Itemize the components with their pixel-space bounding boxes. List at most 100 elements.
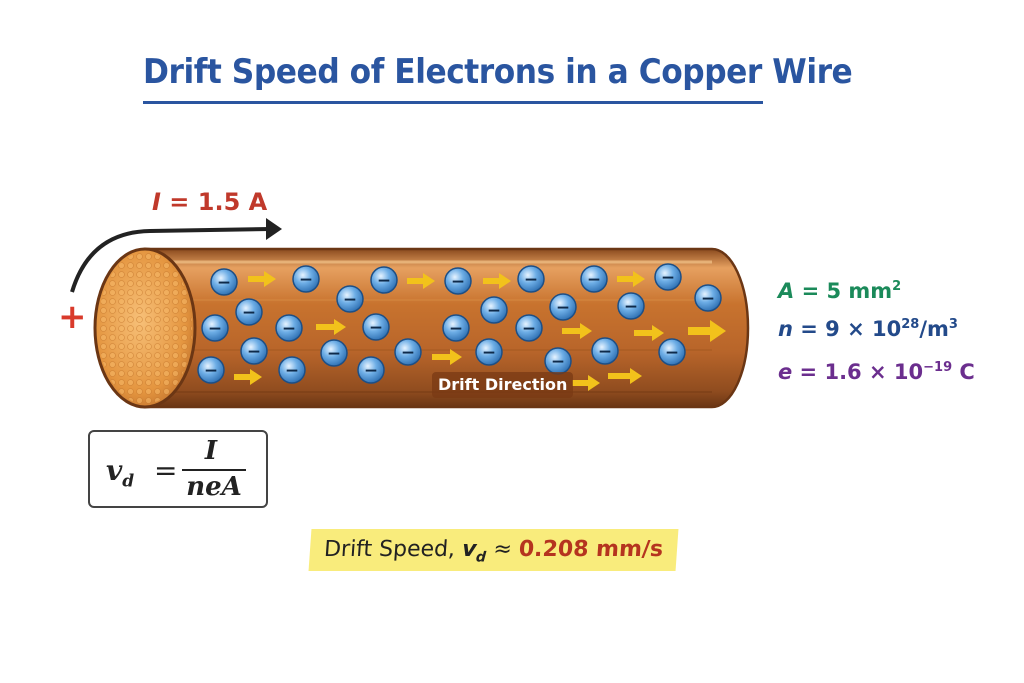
formula-numerator: I — [204, 436, 218, 466]
electron: − — [240, 337, 268, 365]
result-value: 0.208 mm/s — [517, 537, 664, 562]
electron-sign: − — [661, 268, 675, 288]
drift-arrow — [483, 273, 511, 289]
result-label: Drift Speed, — [323, 537, 463, 562]
electron: − — [549, 293, 577, 321]
drift-arrow — [634, 325, 664, 341]
drift-arrow — [234, 369, 262, 385]
drift-arrow — [248, 271, 276, 287]
electron-sign: − — [377, 271, 391, 291]
electron: − — [515, 314, 543, 342]
electron: − — [292, 265, 320, 293]
electron: − — [197, 356, 225, 384]
electron-sign: − — [242, 303, 256, 323]
electron: − — [201, 314, 229, 342]
current-arrowhead — [266, 218, 282, 240]
charge-value: = 1.6 × 10 — [792, 360, 924, 384]
electron: − — [475, 338, 503, 366]
current-direction-arrow — [70, 227, 271, 293]
electron-sign: − — [522, 319, 536, 339]
charge-exponent: −19 — [923, 360, 953, 375]
electron-density: n = 9 × 1028/m3 — [778, 317, 958, 341]
result-symbol: vd — [461, 537, 487, 565]
electron-sign: − — [247, 342, 261, 362]
drift-arrow — [572, 375, 600, 391]
electron: − — [394, 338, 422, 366]
drift-arrow — [432, 349, 462, 365]
electron: − — [442, 314, 470, 342]
electron: − — [591, 337, 619, 365]
electrons: −−−−−−−−−−−−−−−−−−−−−−−−−−−− — [197, 263, 722, 384]
electron: − — [210, 268, 238, 296]
diagram-title: Drift Speed of Electrons in a Copper Wir… — [143, 52, 853, 92]
electron: − — [357, 356, 385, 384]
area-value: = 5 mm — [794, 279, 893, 303]
electron: − — [278, 356, 306, 384]
electron: − — [544, 347, 572, 375]
electron: − — [654, 263, 682, 291]
cross-section-area: A = 5 mm2 — [778, 279, 901, 303]
density-value: = 9 × 10 — [792, 317, 902, 341]
drift-arrow — [316, 319, 346, 335]
electron-sign: − — [299, 270, 313, 290]
result-approx: ≈ — [485, 537, 520, 562]
formula-lhs-symbol: v — [106, 454, 123, 487]
fraction-bar — [182, 469, 246, 471]
density-symbol: n — [778, 317, 793, 341]
electron-sign: − — [524, 270, 538, 290]
electron-sign: − — [624, 297, 638, 317]
electron-sign: − — [701, 289, 715, 309]
electron-sign: − — [364, 361, 378, 381]
drift-arrows — [234, 271, 726, 391]
electron-sign: − — [285, 361, 299, 381]
electron-sign: − — [665, 343, 679, 363]
electron: − — [336, 285, 364, 313]
electron: − — [617, 292, 645, 320]
charge-unit: C — [952, 360, 975, 384]
density-unit: /m — [919, 317, 949, 341]
electron: − — [658, 338, 686, 366]
electron-sign: − — [451, 272, 465, 292]
formula-denominator: neA — [186, 472, 242, 502]
density-unit-exponent: 3 — [948, 317, 958, 332]
density-exponent: 28 — [901, 317, 920, 332]
electron-sign: − — [401, 343, 415, 363]
electron: − — [480, 296, 508, 324]
current-symbol: I — [152, 188, 161, 216]
electron: − — [370, 266, 398, 294]
drift-arrow — [407, 273, 435, 289]
drift-arrow — [608, 368, 642, 384]
current-label: I = 1.5 A — [152, 188, 267, 216]
formula-lhs-subscript: d — [122, 471, 135, 492]
electron-sign: − — [208, 319, 222, 339]
electron: − — [517, 265, 545, 293]
electron: − — [362, 313, 390, 341]
electron-sign: − — [449, 319, 463, 339]
formula-lhs: vd — [106, 454, 134, 492]
formula-equals: = — [154, 454, 178, 487]
electron-sign: − — [482, 343, 496, 363]
drift-arrow — [688, 320, 726, 342]
drift-speed-result: Drift Speed, vd ≈ 0.208 mm/s — [308, 529, 679, 571]
title-underline — [143, 101, 763, 104]
electron: − — [235, 298, 263, 326]
positive-terminal: + — [58, 297, 87, 337]
electron-sign: − — [598, 342, 612, 362]
charge-symbol: e — [778, 360, 793, 384]
electron: − — [694, 284, 722, 312]
electron: − — [275, 314, 303, 342]
area-symbol: A — [778, 279, 795, 303]
drift-direction-label: Drift Direction — [432, 372, 574, 398]
electron: − — [320, 339, 348, 367]
drift-speed-formula: vd = I neA — [88, 430, 268, 508]
electron-sign: − — [327, 344, 341, 364]
electron-sign: − — [217, 273, 231, 293]
electron-sign: − — [369, 318, 383, 338]
area-exponent: 2 — [892, 279, 902, 294]
electron-charge: e = 1.6 × 10−19 C — [778, 360, 975, 384]
electron-sign: − — [587, 270, 601, 290]
electron-sign: − — [551, 352, 565, 372]
electron: − — [444, 267, 472, 295]
drift-arrow — [617, 271, 645, 287]
